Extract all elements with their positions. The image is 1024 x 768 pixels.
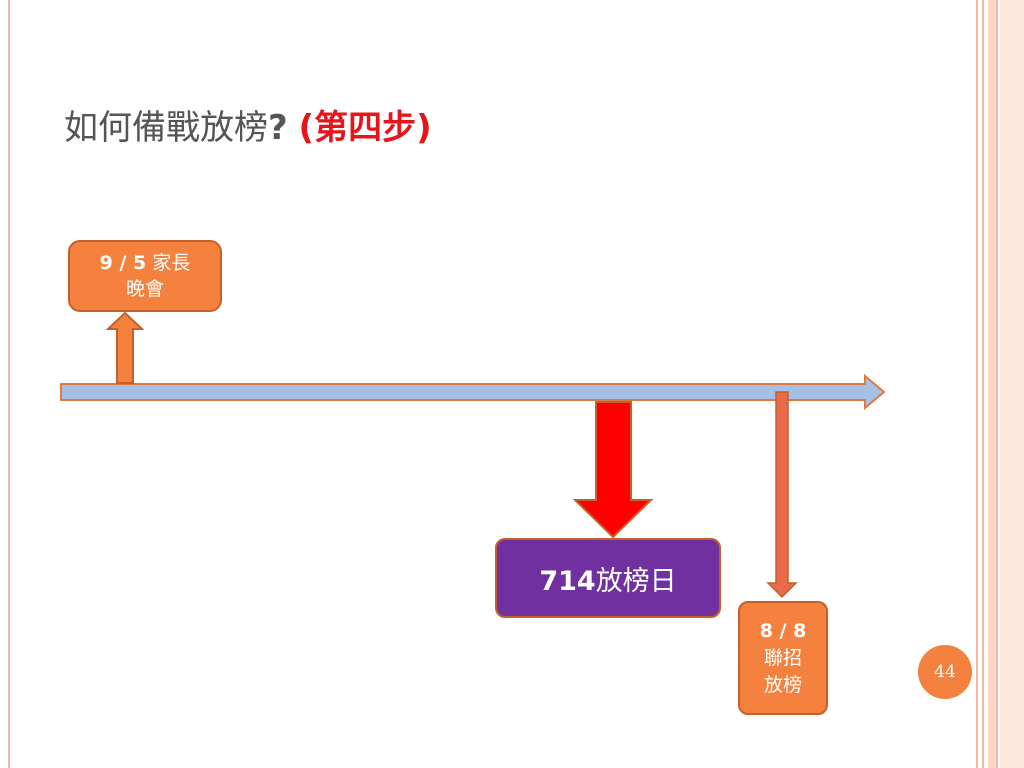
down-arrow-joint-release <box>766 391 798 599</box>
title-question-mark: ? <box>268 108 288 148</box>
title-main: 如何備戰放榜 <box>64 108 268 148</box>
event-line: 714放榜日 <box>539 559 676 598</box>
stripe <box>996 0 998 768</box>
event-box-joint-release: 8 / 8 聯招 放榜 <box>738 601 828 715</box>
right-decorative-stripes <box>976 0 1024 768</box>
title-step: (第四步) <box>298 108 432 148</box>
event-label-line2: 晚會 <box>125 278 164 300</box>
timeline-arrow <box>60 373 886 411</box>
event-label: 放榜日 <box>595 565 677 597</box>
stripe <box>988 0 996 768</box>
event-date: 8 / 8 <box>759 619 807 642</box>
stripe <box>976 0 978 768</box>
event-label-line1: 家長 <box>152 252 191 274</box>
stripe <box>982 0 984 768</box>
event-label-line2: 放榜 <box>763 673 802 696</box>
event-label-line1: 聯招 <box>763 646 802 669</box>
slide-title: 如何備戰放榜? (第四步) <box>64 104 432 152</box>
event-box-release-day: 714放榜日 <box>495 538 721 618</box>
event-line: 9 / 5 家長 <box>100 250 191 276</box>
down-arrow-release-day <box>572 401 654 539</box>
stripe <box>1000 0 1024 768</box>
left-border-line <box>8 0 10 768</box>
event-date: 714 <box>539 565 596 597</box>
event-box-parents-night: 9 / 5 家長 晚會 <box>68 240 222 312</box>
up-arrow-parents-night <box>105 311 145 384</box>
page-number-badge: 44 <box>918 645 972 699</box>
event-date: 9 / 5 <box>99 252 147 274</box>
